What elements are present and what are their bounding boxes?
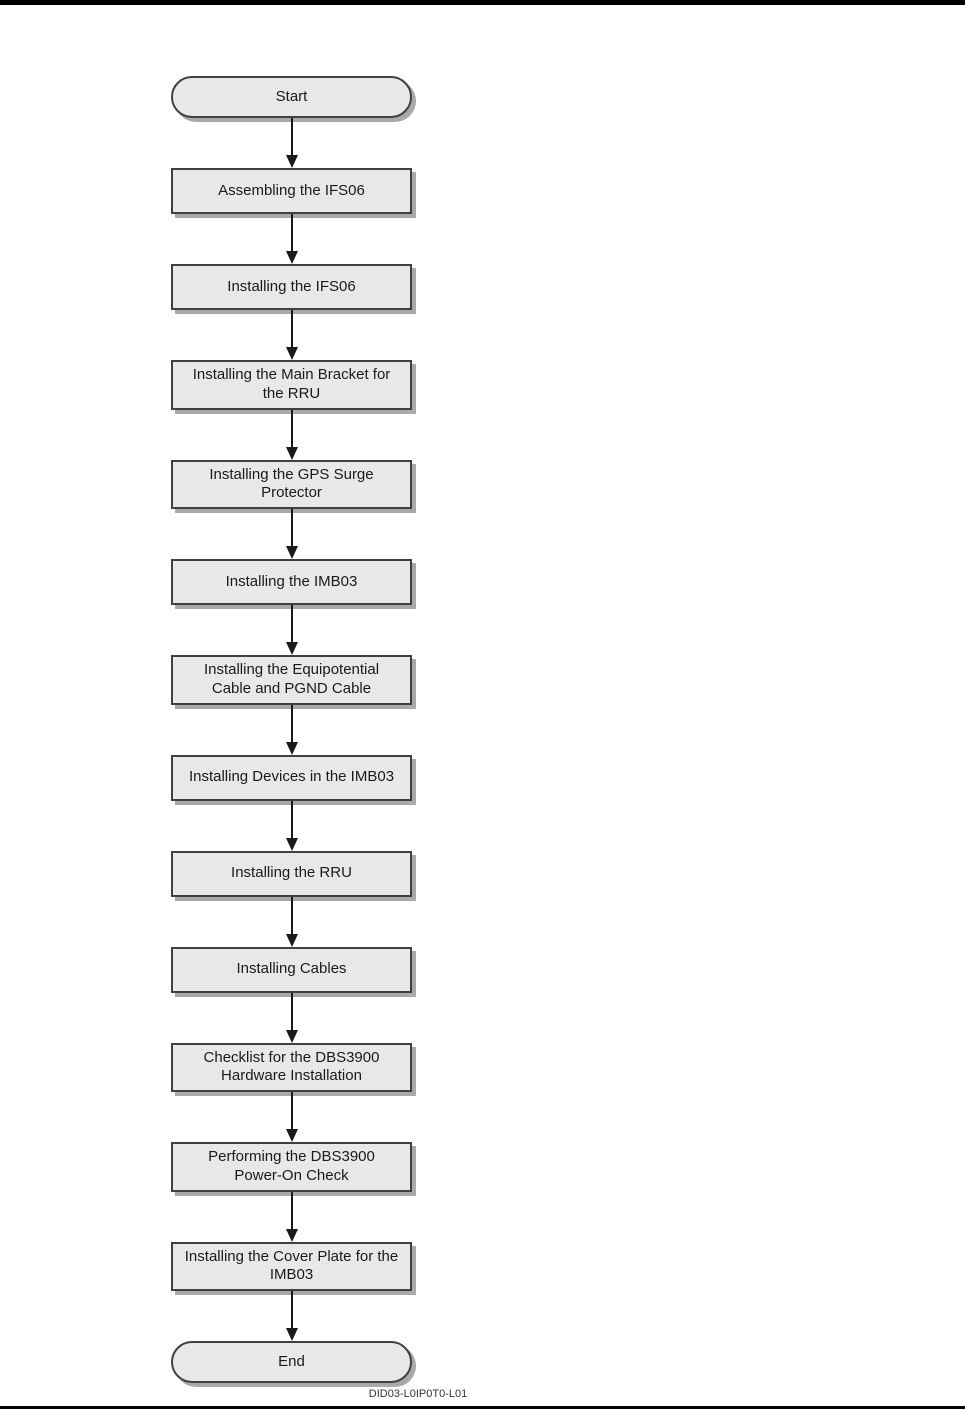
process-step: Installing the Equipotential Cable and P… — [171, 655, 412, 705]
process-step: Installing the Cover Plate for the IMB03 — [171, 1241, 412, 1291]
arrow-stem — [290, 605, 293, 642]
arrow-head-icon — [285, 1029, 298, 1043]
arrow-head-icon — [285, 155, 298, 168]
connector-arrow — [171, 605, 412, 655]
page-top-rule — [0, 0, 965, 5]
arrow-head-icon — [285, 1328, 298, 1341]
arrow-head-icon — [285, 446, 298, 460]
arrow-stem — [290, 1092, 293, 1129]
arrow-stem — [290, 509, 293, 546]
connector-arrow — [171, 310, 412, 360]
arrow-stem — [290, 1291, 293, 1328]
process-step: Installing the IFS06 — [171, 264, 412, 310]
connector-arrow — [171, 1191, 412, 1242]
step-label: Installing the Equipotential Cable and P… — [203, 661, 380, 697]
connector-arrow — [171, 800, 412, 851]
connector-arrow — [171, 992, 412, 1043]
arrow-head-icon — [285, 1129, 298, 1142]
step-label: Installing the GPS Surge Protector — [209, 465, 374, 502]
end-label: End — [278, 1352, 305, 1370]
arrow-stem — [290, 896, 293, 934]
figure-caption: DID03-L0IP0T0-L01 — [368, 1388, 468, 1400]
arrow-head-icon — [285, 741, 298, 755]
connector-arrow — [171, 118, 412, 168]
process-step: Installing the Main Bracket for the RRU — [171, 360, 412, 410]
step-label: Installing Devices in the IMB03 — [188, 768, 395, 786]
arrow-stem — [290, 992, 293, 1030]
arrow-stem — [290, 800, 293, 838]
process-step: Checklist for the DBS3900 Hardware Insta… — [171, 1042, 412, 1092]
arrow-head-icon — [285, 1228, 298, 1242]
arrow-head-icon — [285, 347, 298, 360]
start-terminator: Start — [171, 76, 412, 118]
process-step: Installing Cables — [171, 946, 412, 993]
end-terminator: End — [171, 1341, 412, 1383]
arrow-head-icon — [285, 837, 298, 851]
connector-arrow — [171, 509, 412, 559]
arrow-stem — [290, 704, 293, 742]
connector-arrow — [171, 1291, 412, 1341]
arrow-head-icon — [285, 251, 298, 264]
process-step: Installing the GPS Surge Protector — [171, 459, 412, 509]
page-bottom-rule — [0, 1406, 965, 1409]
arrow-stem — [290, 1191, 293, 1229]
step-label: Installing the Cover Plate for the IMB03 — [184, 1247, 399, 1284]
process-step: Installing the RRU — [171, 850, 412, 897]
step-label: Installing the Main Bracket for the RRU — [192, 366, 391, 402]
process-step: Installing Devices in the IMB03 — [171, 754, 412, 801]
step-label: Assembling the IFS06 — [218, 181, 365, 199]
step-label: Installing Cables — [236, 960, 347, 978]
arrow-head-icon — [285, 642, 298, 655]
arrow-head-icon — [285, 933, 298, 947]
arrow-stem — [290, 118, 293, 155]
start-label: Start — [275, 87, 308, 105]
arrow-head-icon — [285, 546, 298, 559]
step-label: Installing the IMB03 — [225, 572, 358, 590]
arrow-stem — [290, 310, 293, 347]
step-label: Performing the DBS3900 Power-On Check — [208, 1148, 375, 1184]
flowchart: Start Assembling the IFS06 Installing th… — [171, 76, 412, 1383]
connector-arrow — [171, 704, 412, 755]
connector-arrow — [171, 409, 412, 460]
step-label: Installing the RRU — [231, 864, 352, 882]
connector-arrow — [171, 214, 412, 264]
arrow-stem — [290, 214, 293, 251]
arrow-stem — [290, 409, 293, 447]
connector-arrow — [171, 1092, 412, 1142]
connector-arrow — [171, 896, 412, 947]
process-step: Performing the DBS3900 Power-On Check — [171, 1142, 412, 1192]
step-label: Checklist for the DBS3900 Hardware Insta… — [203, 1048, 380, 1085]
step-label: Installing the IFS06 — [227, 277, 356, 295]
process-step: Assembling the IFS06 — [171, 168, 412, 214]
process-step: Installing the IMB03 — [171, 559, 412, 605]
